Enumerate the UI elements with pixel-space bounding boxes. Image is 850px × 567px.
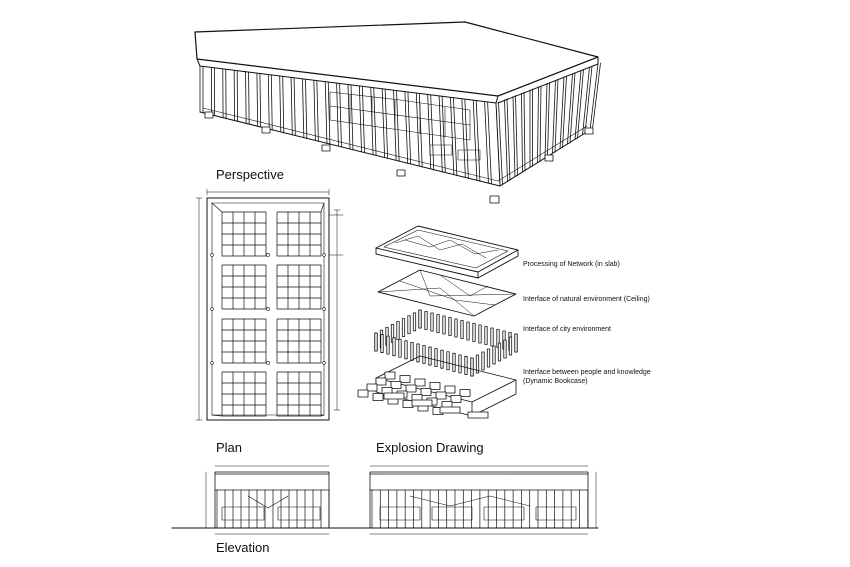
elevation-label: Elevation — [216, 540, 270, 555]
layer-label-network: Processing of Network (in slab) — [523, 261, 620, 268]
explosion-layer-bookcase — [358, 356, 516, 418]
perspective-drawing — [195, 22, 601, 203]
layer-label-ceiling: Interface of natural environment (Ceilin… — [523, 296, 650, 303]
explosion-layer-city-facade — [375, 310, 517, 376]
explosion-layer-ceiling — [378, 270, 516, 316]
plan-drawing — [196, 189, 343, 420]
elevation-long — [370, 466, 596, 534]
layer-label-bookcase-line2: (Dynamic Bookcase) — [523, 378, 588, 385]
elevation-drawings — [172, 466, 598, 534]
layer-label-city: Interface of city environment — [523, 326, 611, 333]
elevation-short — [206, 466, 329, 534]
layer-label-bookcase: Interface between people and knowledge (… — [523, 368, 651, 386]
explosion-drawing-label: Explosion Drawing — [376, 440, 484, 455]
layer-label-bookcase-line1: Interface between people and knowledge — [523, 369, 651, 376]
perspective-label: Perspective — [216, 167, 284, 182]
explosion-drawing — [358, 226, 518, 418]
plan-label: Plan — [216, 440, 243, 455]
explosion-layer-slab — [376, 226, 518, 278]
